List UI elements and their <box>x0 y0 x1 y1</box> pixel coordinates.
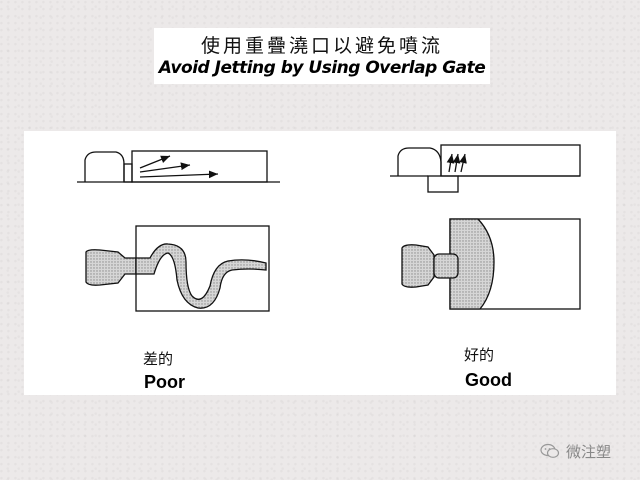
good-overlap-gate-plan <box>433 253 459 279</box>
poor-flow-arrow-2 <box>139 162 191 173</box>
poor-runner <box>85 249 137 286</box>
good-runner <box>401 244 435 288</box>
watermark-text: 微注塑 <box>566 442 612 461</box>
title-box: 使用重疊澆口以避免噴流 Avoid Jetting by Using Overl… <box>154 28 490 84</box>
good-melt-front <box>449 218 495 310</box>
good-cavity-outline <box>440 144 581 177</box>
poor-runner-outline <box>84 151 125 182</box>
poor-caption-chinese: 差的 <box>143 350 173 368</box>
good-caption-english: Good <box>465 370 512 390</box>
good-runner-outline <box>397 147 442 176</box>
poor-plan-view <box>85 225 270 312</box>
poor-flow-arrow-1 <box>139 155 171 169</box>
title-chinese: 使用重疊澆口以避免噴流 <box>200 35 443 57</box>
poor-cavity-outline <box>131 150 268 183</box>
good-caption-chinese: 好的 <box>464 346 494 364</box>
good-plan-view <box>401 218 581 310</box>
good-flow-arrow-3 <box>459 153 467 173</box>
poor-caption-english: Poor <box>144 372 185 392</box>
good-overlap-gate <box>427 175 459 193</box>
poor-flow-arrow-3 <box>139 170 219 179</box>
wechat-icon <box>540 443 560 458</box>
poor-side-view <box>77 150 280 183</box>
title-english: Avoid Jetting by Using Overlap Gate <box>158 58 486 78</box>
watermark: 微注塑 <box>540 440 611 462</box>
poor-gate <box>123 163 133 183</box>
good-flow-arrow-2 <box>452 153 461 173</box>
captions: 差的 Poor 好的 Good <box>143 346 512 392</box>
good-side-view <box>390 144 581 193</box>
poor-jetting-stream <box>135 243 267 309</box>
good-flow-arrow-1 <box>446 153 455 173</box>
